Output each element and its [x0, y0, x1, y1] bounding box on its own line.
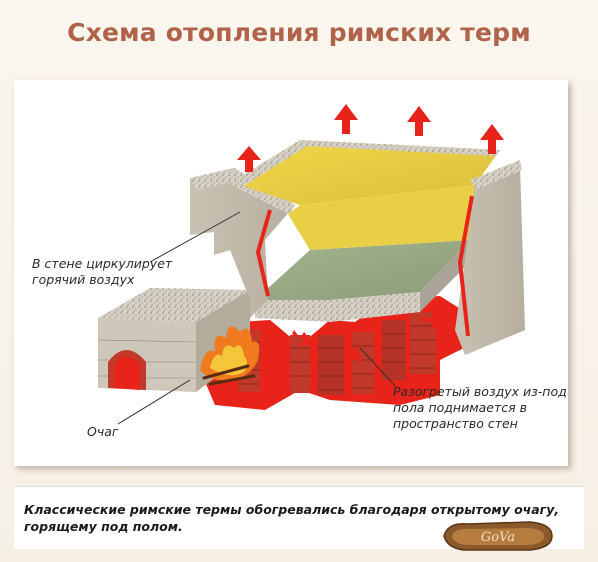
hot-air-arrow-icon: [480, 124, 504, 154]
watermark-logo: GoVa: [443, 521, 553, 551]
hot-air-arrow-icon: [342, 340, 362, 362]
right-wall-cutaway: [455, 160, 525, 355]
fire-icon: [200, 326, 260, 386]
floor-slab: [255, 240, 470, 322]
diagram-title: Схема отопления римских терм: [67, 18, 531, 47]
hot-air-arrow-icon: [292, 330, 314, 346]
underfloor-air-label: Разогретый воздух из-под пола поднимаетс…: [393, 384, 567, 431]
wall-circulation-label: В стене циркулирует горячий воздух: [32, 256, 173, 287]
hot-air-arrows: [237, 104, 504, 362]
hot-air-arrow-icon: [407, 106, 431, 136]
logo-text: GoVa: [481, 530, 515, 545]
caption-text: Классические римские термы обогревались …: [24, 502, 560, 534]
hearth-label: Очаг: [87, 424, 119, 439]
hot-air-arrow-icon: [334, 104, 358, 134]
hot-air-arrow-icon: [420, 310, 446, 330]
leader-lines: [117, 211, 396, 425]
hot-air-arrow-icon: [237, 146, 261, 172]
hearth-furnace: [97, 288, 250, 392]
heated-pool-water: [232, 140, 500, 250]
